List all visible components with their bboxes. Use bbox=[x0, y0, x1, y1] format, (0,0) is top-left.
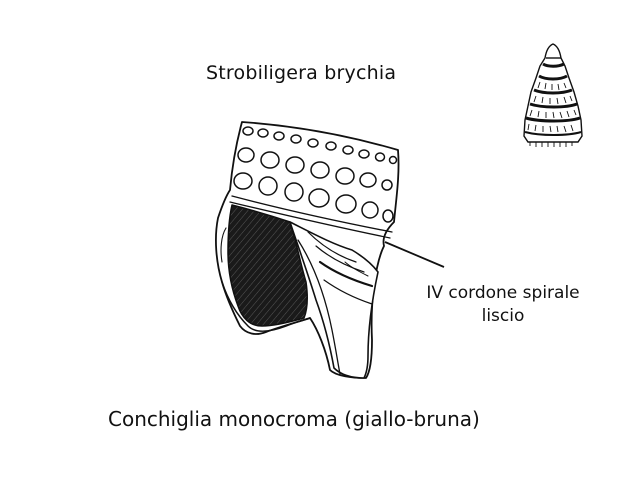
cord-label-line-1: IV cordone spirale bbox=[426, 283, 580, 303]
cord-label: IV cordone spirale liscio bbox=[408, 282, 598, 328]
cord-label-line-2: liscio bbox=[481, 306, 525, 326]
shell-fragment-drawing bbox=[215, 121, 400, 379]
leader-line bbox=[384, 241, 445, 268]
shell-thumbnail-icon bbox=[523, 43, 583, 147]
species-title: Strobiligera brychia bbox=[206, 62, 397, 84]
figure-caption: Conchiglia monocroma (giallo-bruna) bbox=[108, 407, 480, 431]
